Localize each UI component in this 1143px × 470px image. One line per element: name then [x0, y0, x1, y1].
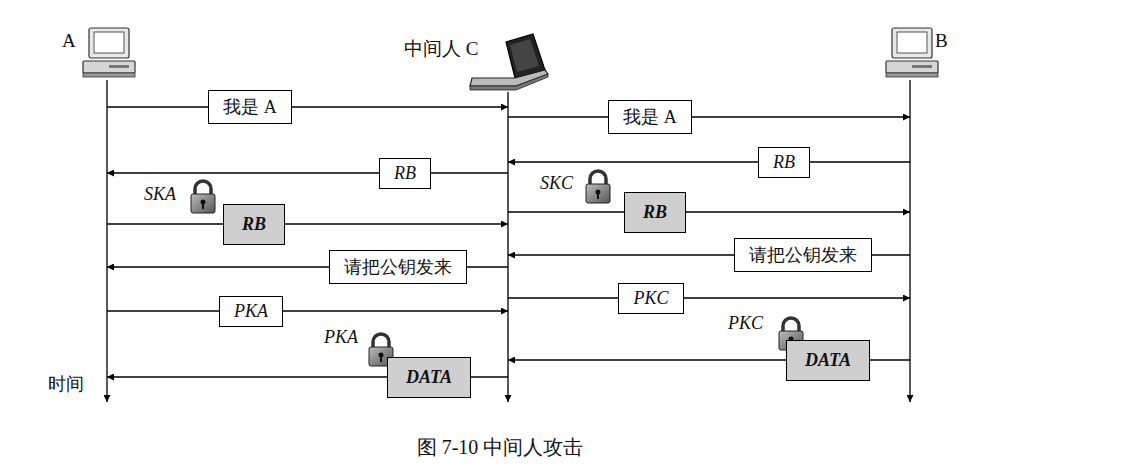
message-arrow [107, 106, 508, 107]
encrypted-message: RB [624, 192, 686, 233]
message-arrow [508, 116, 910, 117]
message-box: 请把公钥发来 [329, 250, 467, 284]
message-box: 我是 A [608, 100, 692, 134]
lock-icon [191, 181, 215, 213]
computer-a [83, 28, 135, 77]
host-label: B [935, 30, 948, 52]
encrypted-message: DATA [387, 357, 471, 398]
message-arrow [508, 211, 910, 212]
lifeline [909, 80, 910, 402]
message-arrow [508, 297, 910, 298]
host-label: 中间人 C [404, 36, 478, 62]
key-label: SKC [540, 173, 573, 194]
message-arrow [107, 310, 508, 311]
key-label: SKA [144, 184, 176, 205]
encrypted-message: DATA [786, 340, 870, 381]
message-box: PKC [618, 283, 683, 314]
message-arrow [107, 223, 508, 224]
axis-label: 时间 [48, 372, 84, 396]
message-box: 请把公钥发来 [734, 238, 872, 272]
encrypted-message: RB [223, 204, 285, 245]
lock-icon [586, 171, 610, 203]
message-arrow [107, 172, 508, 173]
lifeline [106, 80, 107, 402]
message-box: 我是 A [208, 90, 292, 124]
key-label: PKC [728, 313, 763, 334]
host-node: A [77, 25, 137, 405]
message-box: RB [379, 158, 431, 189]
lifeline [507, 92, 508, 402]
message-arrow [508, 161, 910, 162]
message-box: RB [758, 147, 810, 178]
host-node: B [880, 25, 940, 405]
laptop-c [470, 34, 548, 90]
figure-caption: 图 7-10 中间人攻击 [417, 434, 584, 461]
key-label: PKA [324, 327, 358, 348]
message-box: PKA [219, 296, 283, 327]
host-node: 中间人 C [478, 25, 538, 405]
computer-b [886, 28, 938, 77]
host-label: A [62, 30, 76, 52]
